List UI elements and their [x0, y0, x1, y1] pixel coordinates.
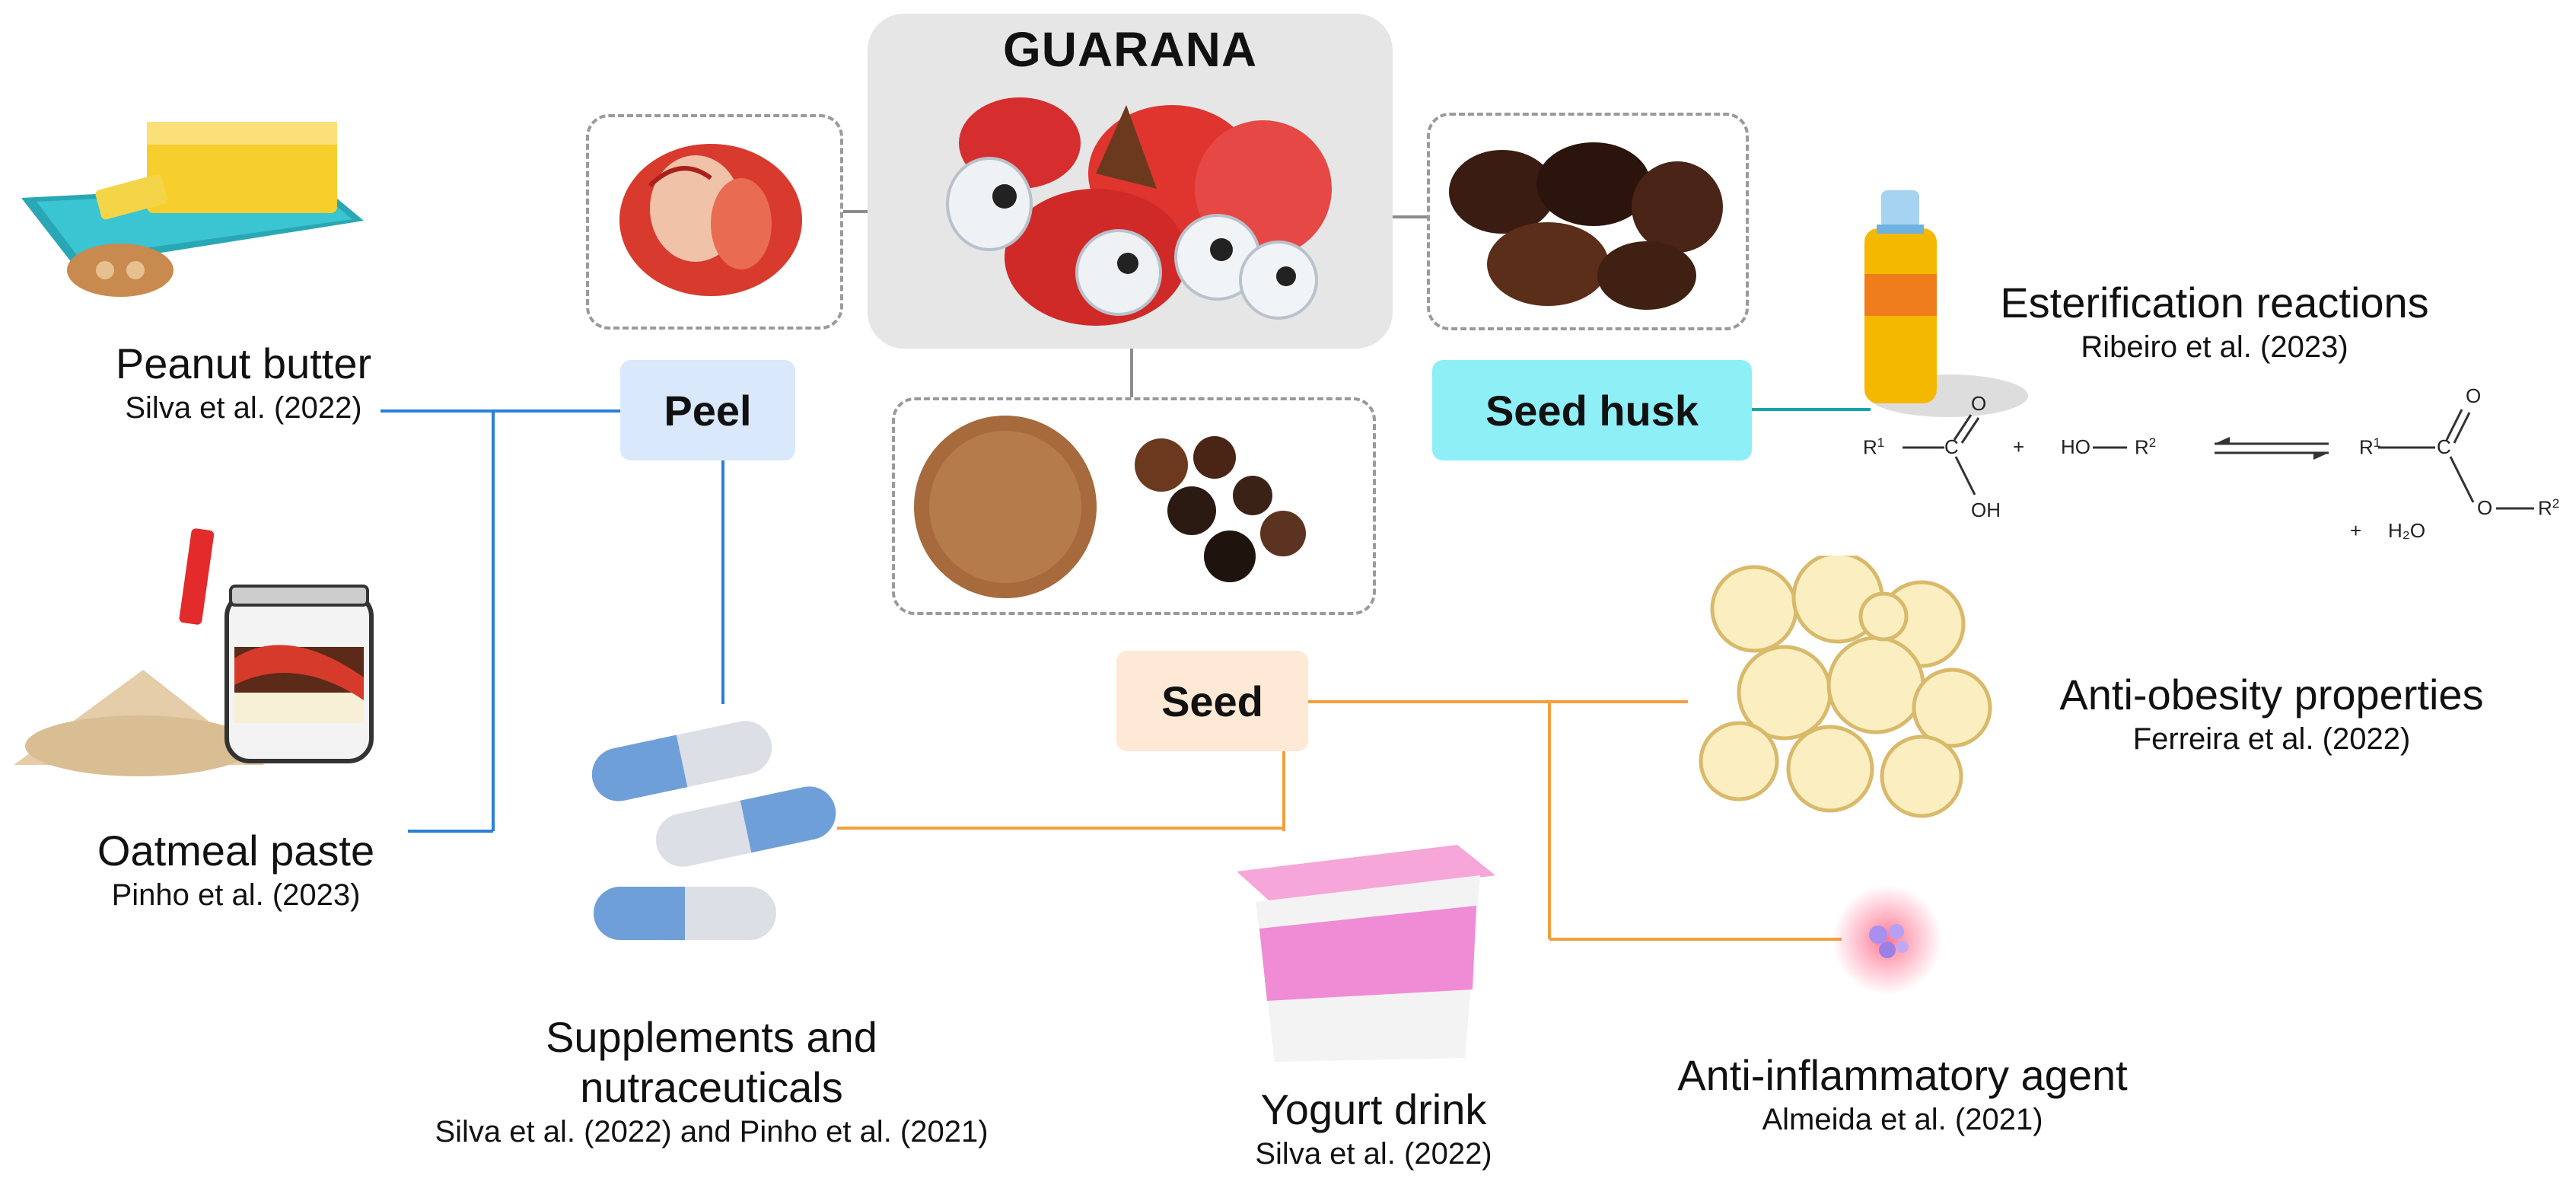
hub-title: GUARANA [1002, 22, 1258, 77]
reactant-carbon: C [1944, 435, 1959, 458]
product-r2: R2 [2538, 496, 2559, 521]
reactant-hydroxyl: OH [1971, 499, 2001, 521]
yogurt-drink-block: Yogurt drink Silva et al. (2022) [1202, 1085, 1545, 1173]
anti-obesity-citation: Ferreira et al. (2022) [2132, 722, 2411, 756]
esterification-title: Esterification reactions [2000, 279, 2429, 327]
alcohol-r2-superscript: 2 [2148, 435, 2157, 450]
peel-label: Peel [620, 360, 795, 460]
seed-image-box [892, 397, 1376, 615]
oatmeal-paste-citation: Pinho et al. (2023) [111, 878, 361, 912]
reaction-bonds [1903, 409, 2534, 510]
esterification-citation: Ribeiro et al. (2023) [2081, 330, 2348, 364]
anti-inflammatory-block: Anti-inflammatory agent Almeida et al. (… [1598, 1050, 2207, 1139]
oatmeal-paste-block: Oatmeal paste Pinho et al. (2023) [68, 826, 403, 914]
product-r1-superscript: 1 [2373, 435, 2381, 450]
product-carbonyl-oxygen: O [2466, 384, 2482, 407]
anti-inflammatory-citation: Almeida et al. (2021) [1762, 1103, 2043, 1136]
peanut-butter-block: Peanut butter Silva et al. (2022) [76, 339, 411, 427]
inflammation-cell-illustration [1832, 885, 1942, 995]
anti-obesity-block: Anti-obesity properties Ferreira et al. … [1998, 670, 2546, 758]
oatmeal-paste-illustration [14, 528, 374, 776]
reactant-carbonyl-oxygen: O [1971, 392, 1987, 415]
alcohol-r2-symbol: R [2135, 435, 2149, 459]
anti-obesity-title: Anti-obesity properties [2059, 671, 2484, 718]
reactant-r1: R1 [1863, 435, 1884, 460]
yogurt-drink-citation: Silva et al. (2022) [1255, 1137, 1492, 1171]
peanut-butter-illustration [21, 122, 364, 297]
reaction-plus: + [2013, 435, 2025, 458]
reactant-r1-symbol: R [1863, 435, 1877, 459]
adipocyte-cluster-illustration [1699, 556, 1992, 818]
peanut-butter-title: Peanut butter [115, 339, 372, 387]
esterification-block: Esterification reactions Ribeiro et al. … [1948, 278, 2481, 366]
peanut-butter-citation: Silva et al. (2022) [125, 391, 362, 425]
supplements-citation: Silva et al. (2022) and Pinho et al. (20… [435, 1115, 989, 1149]
supplement-capsules-illustration [591, 721, 836, 940]
supplements-title-line2: nutraceuticals [580, 1063, 843, 1111]
seed-husk-illustration [1449, 142, 1723, 310]
oatmeal-paste-title: Oatmeal paste [97, 827, 375, 875]
supplements-block: Supplements and nutraceuticals Silva et … [377, 1012, 1046, 1151]
anti-inflammatory-title: Anti-inflammatory agent [1677, 1051, 2128, 1099]
yogurt-cup-illustration [1237, 845, 1495, 1062]
reactant-r1-superscript: 1 [1877, 435, 1885, 450]
seed-husk-label: Seed husk [1432, 360, 1752, 460]
product-r2-superscript: 2 [2552, 496, 2560, 511]
product-r2-symbol: R [2538, 496, 2552, 520]
seed-husk-image-box [1427, 113, 1749, 330]
water-plus: + [2350, 519, 2362, 542]
product-ester-oxygen: O [2477, 496, 2493, 519]
alcohol-r2: R2 [2135, 435, 2156, 460]
guarana-hub: GUARANA [868, 14, 1393, 349]
product-r1: R1 [2359, 435, 2380, 460]
peel-illustration [619, 144, 802, 296]
yogurt-drink-title: Yogurt drink [1260, 1085, 1487, 1133]
product-carbon: C [2437, 435, 2451, 458]
guarana-fruit-cluster-illustration [946, 97, 1332, 326]
seed-label: Seed [1116, 651, 1308, 751]
oil-bottle-illustration [1864, 190, 2028, 417]
alcohol-ho: HO [2061, 435, 2090, 458]
product-r1-symbol: R [2359, 435, 2374, 459]
peel-image-box [586, 114, 843, 330]
seed-powder-and-seeds-illustration [914, 416, 1306, 598]
water-molecule: H₂O [2388, 519, 2426, 542]
supplements-title-line1: Supplements and [546, 1013, 877, 1061]
